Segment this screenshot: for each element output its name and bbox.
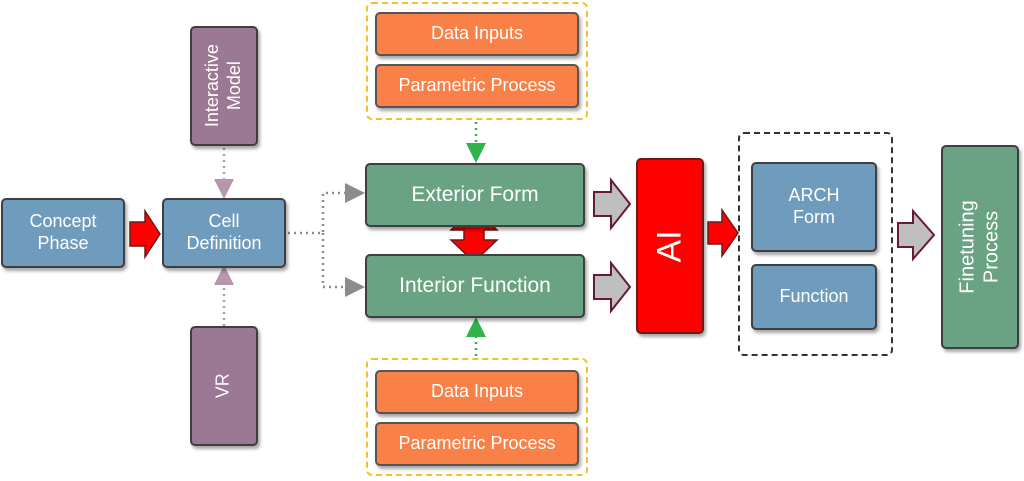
- ai-label: AI: [650, 229, 689, 263]
- cell-definition-node[interactable]: Cell Definition: [162, 198, 286, 268]
- top-data-inputs-box[interactable]: Data Inputs: [375, 12, 579, 56]
- vr-node[interactable]: VR: [190, 326, 258, 446]
- arch-form-label: ARCH Form: [788, 185, 840, 227]
- concept-to-cell-arrow: [129, 208, 161, 260]
- concept-phase-node[interactable]: Concept Phase: [1, 198, 125, 268]
- top-parametric-process-box[interactable]: Parametric Process: [375, 64, 579, 108]
- exterior-form-node[interactable]: Exterior Form: [365, 163, 585, 227]
- finetuning-process-node[interactable]: Finetuning Process: [941, 145, 1019, 349]
- top-parametric-process-label: Parametric Process: [398, 75, 556, 96]
- top-inputs-group: [366, 2, 588, 120]
- bottom-data-inputs-label: Data Inputs: [430, 381, 524, 402]
- cell-to-exterior-connector: [288, 183, 365, 235]
- interior-to-ai-arrow: [593, 260, 632, 314]
- interactive-model-node[interactable]: Interactive Model: [190, 26, 258, 146]
- exterior-to-ai-arrow: [593, 177, 632, 231]
- bottom-parametric-process-label: Parametric Process: [398, 433, 556, 454]
- function-label: Function: [779, 286, 849, 307]
- function-node[interactable]: Function: [751, 264, 877, 330]
- concept-phase-label: Concept Phase: [29, 211, 97, 253]
- vr-label: VR: [213, 373, 234, 399]
- interior-function-label: Interior Function: [399, 274, 551, 298]
- outputs-group: [738, 132, 893, 356]
- ai-to-outputs-arrow: [707, 207, 739, 259]
- interactive-model-label: Interactive Model: [202, 44, 245, 128]
- cell-to-interior-connector: [321, 233, 365, 297]
- cell-definition-label: Cell Definition: [186, 211, 262, 253]
- ai-node[interactable]: AI: [636, 158, 704, 334]
- interior-function-node[interactable]: Interior Function: [365, 254, 585, 318]
- bottom-parametric-process-box[interactable]: Parametric Process: [375, 422, 579, 466]
- arch-form-node[interactable]: ARCH Form: [751, 162, 877, 252]
- top-data-inputs-label: Data Inputs: [430, 23, 524, 44]
- finetuning-process-label: Finetuning Process: [957, 200, 1003, 294]
- outputs-to-finetuning-arrow: [897, 208, 936, 262]
- bottom-inputs-group: [366, 358, 588, 476]
- bottom-data-inputs-box[interactable]: Data Inputs: [375, 370, 579, 414]
- exterior-form-label: Exterior Form: [411, 183, 539, 207]
